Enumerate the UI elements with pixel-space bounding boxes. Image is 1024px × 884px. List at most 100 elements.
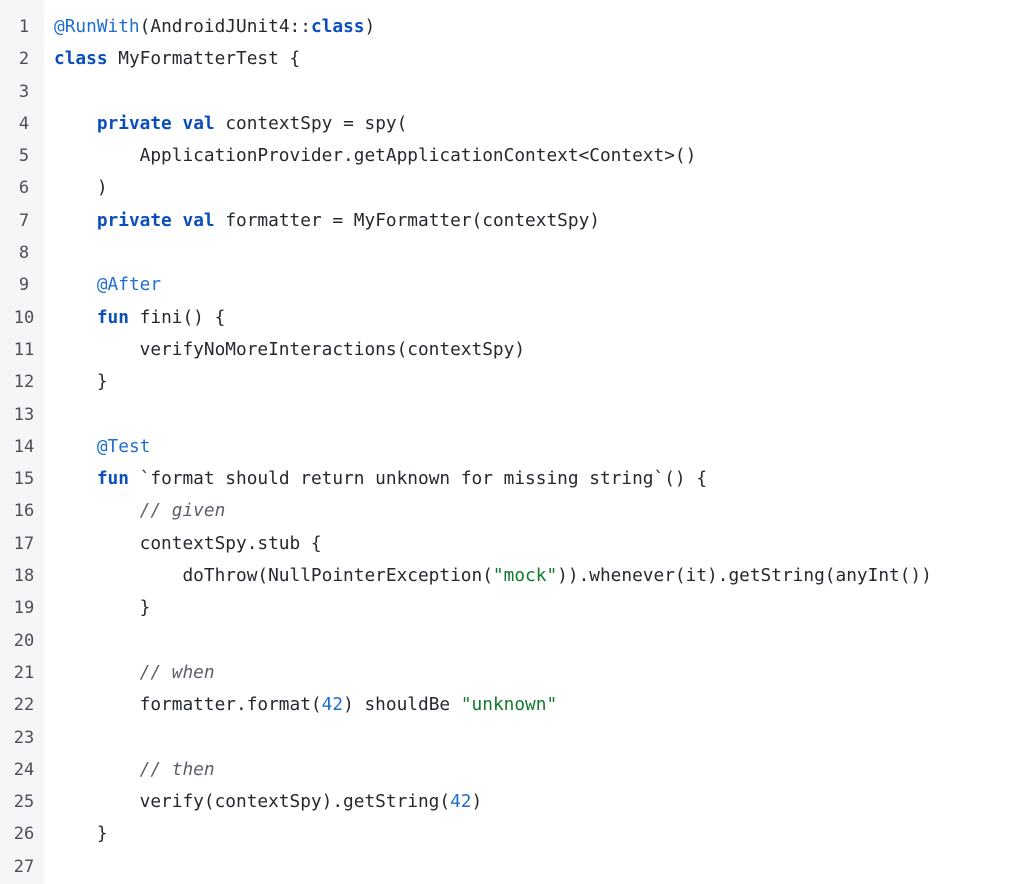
- code-token: [54, 468, 97, 489]
- line-number: 21: [13, 662, 35, 683]
- code-line[interactable]: ​: [54, 625, 1024, 657]
- keyword-token: fun: [96, 306, 129, 328]
- code-line[interactable]: // given: [54, 495, 1024, 527]
- code-line[interactable]: private val contextSpy = spy(: [54, 108, 1024, 140]
- code-token: }: [54, 823, 108, 845]
- annotation-token: @After: [96, 274, 162, 296]
- code-line[interactable]: fun `format should return unknown for mi…: [54, 463, 1024, 495]
- code-token: fini() {: [128, 306, 226, 328]
- code-line[interactable]: verifyNoMoreInteractions(contextSpy): [54, 334, 1024, 366]
- keyword-token: val: [182, 112, 215, 134]
- code-token: ): [364, 16, 376, 37]
- line-number: 16: [13, 501, 35, 522]
- code-line[interactable]: }: [54, 818, 1024, 850]
- number-token: 42: [321, 694, 344, 716]
- line-number: 9: [18, 275, 30, 296]
- code-line[interactable]: class MyFormatterTest {: [54, 43, 1024, 75]
- code-token: [54, 307, 97, 328]
- code-line[interactable]: verify(contextSpy).getString(42): [54, 786, 1024, 818]
- line-number: 5: [18, 146, 30, 167]
- line-number: 24: [13, 759, 35, 780]
- code-token: doThrow(NullPointerException(: [54, 565, 493, 587]
- code-token: [54, 759, 140, 780]
- code-token: formatter = MyFormatter(contextSpy): [214, 209, 600, 231]
- code-token: [54, 436, 97, 457]
- code-token: }: [54, 597, 151, 619]
- string-token: "mock": [492, 565, 558, 587]
- code-token: contextSpy.stub {: [54, 532, 322, 554]
- code-line[interactable]: @After: [54, 269, 1024, 301]
- line-number: 17: [13, 533, 35, 554]
- code-token: contextSpy = spy(: [214, 112, 408, 134]
- code-line[interactable]: ApplicationProvider.getApplicationContex…: [54, 140, 1024, 172]
- code-line[interactable]: formatter.format(42) shouldBe "unknown": [54, 689, 1024, 721]
- line-number: 27: [13, 856, 35, 877]
- code-line[interactable]: ​: [54, 237, 1024, 269]
- code-token: [54, 662, 140, 683]
- keyword-token: class: [310, 16, 365, 37]
- code-line[interactable]: @Test: [54, 431, 1024, 463]
- code-line[interactable]: // when: [54, 657, 1024, 689]
- code-token: [54, 210, 97, 231]
- code-token: ApplicationProvider.getApplicationContex…: [54, 145, 697, 167]
- line-number: 11: [13, 339, 35, 360]
- annotation-token: @RunWith: [54, 16, 140, 37]
- line-number: 10: [13, 307, 35, 328]
- code-token: `format should return unknown for missin…: [128, 468, 708, 490]
- code-token: formatter.format(: [54, 694, 322, 716]
- line-number: 19: [13, 598, 35, 619]
- code-line[interactable]: ​: [54, 76, 1024, 108]
- line-number: 8: [18, 243, 30, 264]
- line-number: 20: [13, 630, 35, 651]
- keyword-token: val: [182, 209, 215, 231]
- code-token: [172, 210, 183, 231]
- line-number: 18: [13, 566, 35, 587]
- comment-token: // then: [139, 758, 215, 780]
- line-number: 1: [18, 17, 30, 37]
- string-token: "unknown": [460, 694, 558, 716]
- code-line[interactable]: ): [54, 172, 1024, 204]
- keyword-token: private: [96, 209, 172, 231]
- code-line[interactable]: }: [54, 366, 1024, 398]
- line-number: 2: [18, 49, 30, 70]
- code-token: ) shouldBe: [343, 694, 461, 716]
- code-line[interactable]: @RunWith(AndroidJUnit4::class): [54, 11, 1024, 43]
- code-token: (AndroidJUnit4::: [139, 16, 311, 37]
- line-number: 15: [13, 469, 35, 490]
- code-line[interactable]: doThrow(NullPointerException("mock")).wh…: [54, 560, 1024, 592]
- line-number: 23: [13, 727, 35, 748]
- code-token: )).whenever(it).getString(anyInt()): [557, 565, 932, 587]
- line-number: 14: [13, 436, 35, 457]
- code-line[interactable]: }: [54, 592, 1024, 624]
- code-line[interactable]: ​: [54, 399, 1024, 431]
- code-token: [54, 274, 97, 295]
- keyword-token: fun: [96, 468, 129, 490]
- line-number: 13: [13, 404, 35, 425]
- annotation-token: @Test: [96, 435, 151, 457]
- comment-token: // when: [139, 661, 215, 683]
- code-token: verify(contextSpy).getString(: [54, 791, 451, 813]
- line-number: 26: [13, 824, 35, 845]
- code-token: [54, 500, 140, 521]
- code-token: MyFormatterTest {: [107, 48, 301, 70]
- code-token: }: [54, 371, 108, 393]
- code-line[interactable]: ​: [54, 851, 1024, 883]
- code-line[interactable]: fun fini() {: [54, 302, 1024, 334]
- keyword-token: private: [96, 112, 172, 134]
- code-line[interactable]: // then: [54, 754, 1024, 786]
- code-area[interactable]: @RunWith(AndroidJUnit4::class)class MyFo…: [44, 0, 1024, 884]
- code-line[interactable]: private val formatter = MyFormatter(cont…: [54, 205, 1024, 237]
- code-line[interactable]: ​: [54, 722, 1024, 754]
- line-number: 7: [18, 210, 30, 231]
- line-number: 4: [18, 113, 30, 134]
- code-token: [172, 113, 183, 134]
- code-token: [54, 113, 97, 134]
- line-number: 22: [13, 695, 35, 716]
- line-number: 6: [18, 178, 30, 199]
- code-line[interactable]: contextSpy.stub {: [54, 528, 1024, 560]
- code-token: verifyNoMoreInteractions(contextSpy): [54, 338, 526, 360]
- line-number: 12: [13, 372, 35, 393]
- code-token: ): [471, 791, 483, 813]
